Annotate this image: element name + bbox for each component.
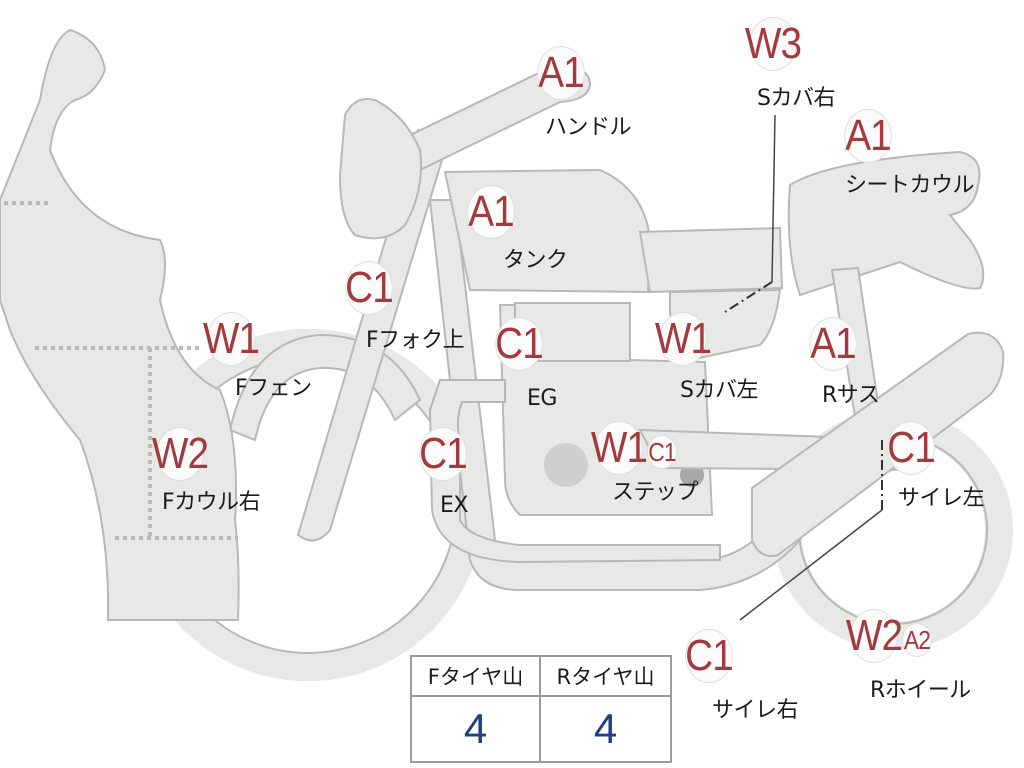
label-s-cover-right: Sカバ右 bbox=[757, 86, 835, 111]
code-badge-s-cover-left: W1 bbox=[654, 313, 712, 365]
label-s-cover-left: Sカバ左 bbox=[680, 378, 758, 403]
label-front-fork-upper: Fフォク上 bbox=[366, 328, 465, 353]
code-badge-seat-cowl: A1 bbox=[845, 110, 892, 162]
front-fork-shape bbox=[296, 128, 450, 542]
label-muffler-right: サイレ右 bbox=[712, 698, 799, 723]
code-badge-muffler-right: C1 bbox=[685, 630, 734, 682]
code-badge-exhaust: C1 bbox=[419, 428, 468, 480]
label-handle: ハンドル bbox=[545, 115, 632, 140]
tire-tread-table: Fタイヤ山 Rタイヤ山 4 4 bbox=[410, 655, 672, 763]
code-badge-front-fender: W1 bbox=[202, 313, 260, 365]
headlight-shape bbox=[338, 98, 422, 240]
rear-tire-header: Rタイヤ山 bbox=[541, 657, 670, 697]
front-tire-value: 4 bbox=[412, 697, 541, 761]
label-exhaust: EX bbox=[440, 493, 468, 518]
label-rear-suspension: Rサス bbox=[822, 383, 880, 408]
code-badge-muffler-left: C1 bbox=[887, 422, 936, 474]
exhaust-shape bbox=[428, 379, 721, 564]
code-badge-front-fork-upper: C1 bbox=[345, 262, 394, 314]
seat-cowl-shape bbox=[787, 150, 985, 297]
rear-tire-value: 4 bbox=[593, 705, 618, 752]
seat-shape bbox=[638, 226, 784, 294]
label-front-cowl-right: Fカウル右 bbox=[162, 490, 261, 515]
label-engine: EG bbox=[527, 386, 557, 411]
code-badge-engine: C1 bbox=[495, 318, 544, 370]
label-front-fender: Fフェン bbox=[235, 376, 312, 401]
code-badge-handle: A1 bbox=[538, 47, 585, 99]
code-badge-rear-wheel-secondary: A2 bbox=[902, 624, 932, 656]
muffler-shape bbox=[751, 331, 1005, 557]
label-seat-cowl: シートカウル bbox=[845, 173, 975, 198]
label-tank: タンク bbox=[503, 248, 568, 273]
code-badge-step-secondary: C1 bbox=[647, 436, 677, 468]
code-badge-rear-wheel: W2 bbox=[845, 610, 903, 662]
code-badge-front-cowl-right: W2 bbox=[151, 428, 209, 480]
code-badge-rear-suspension: A1 bbox=[810, 318, 857, 370]
front-tire-header: Fタイヤ山 bbox=[412, 657, 541, 697]
code-badge-s-cover-right: W3 bbox=[744, 18, 802, 70]
label-muffler-left: サイレ左 bbox=[898, 486, 985, 511]
code-badge-tank: A1 bbox=[468, 186, 515, 238]
code-badge-step: W1 bbox=[590, 422, 648, 474]
label-rear-wheel: Rホイール bbox=[870, 678, 971, 703]
label-step: ステップ bbox=[612, 480, 699, 505]
